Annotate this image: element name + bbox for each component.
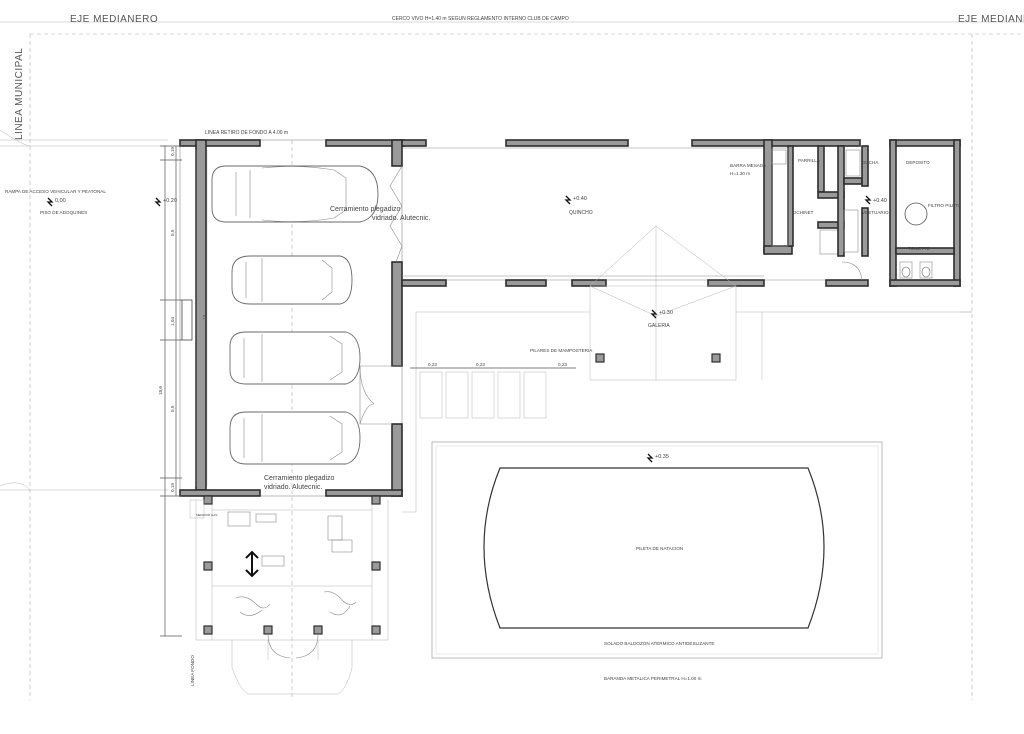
dim-0-19-b: 0,19 xyxy=(170,483,175,492)
cerramiento-1-line1: Cerramiento plegadizo xyxy=(330,206,401,213)
rampa-label: RAMPA DE ACCESO VEHICULAR Y PEATONAL xyxy=(5,189,106,194)
dim-0-23-a: 0,23 xyxy=(428,362,437,367)
car-2 xyxy=(231,255,353,305)
car-4 xyxy=(229,411,361,465)
level-marker-garage xyxy=(154,197,162,207)
dim-0-23-c: 0,23 xyxy=(558,362,567,367)
quincho-label: QUINCHO xyxy=(569,210,593,216)
filtro-pileta-label: FILTRO PILETA xyxy=(928,203,962,208)
dim-5-5-a: 5,5 xyxy=(170,229,175,236)
dim-13: 13 xyxy=(202,314,207,320)
quincho xyxy=(401,139,869,287)
eje-medianero-right-label: EJE MEDIANERO xyxy=(958,14,1024,25)
medidor-label: MEDIDOR GAS xyxy=(196,513,217,517)
galeria xyxy=(402,225,972,513)
gym-equipment xyxy=(227,511,357,616)
solado-label: SOLADO BALDOZON ATERMICO ANTIDESLIZANTE xyxy=(604,641,714,646)
level-marker-quincho xyxy=(564,195,572,205)
dim-0-19-a: 0,19 xyxy=(170,147,175,156)
deposito-label: DEPOSITO xyxy=(906,160,930,165)
dim-5-5-b: 5,5 xyxy=(170,405,175,412)
pilares-row xyxy=(410,367,576,419)
level-marker-galeria xyxy=(650,309,658,319)
vestuario-label: VESTUARIO xyxy=(862,210,889,215)
kitchenet-label: KICHINET xyxy=(792,210,814,215)
piso-adoquines-label: PISO DE ADOQUINES xyxy=(40,210,87,215)
cerramiento-2-line2: vidriado. Alutecnic. xyxy=(264,484,322,491)
eje-medianero-left-label: EJE MEDIANERO xyxy=(70,14,158,25)
dim-18-6: 18,6 xyxy=(158,386,163,395)
level-galeria: +0.30 xyxy=(659,310,673,316)
level-marker-vestuario xyxy=(864,195,872,205)
car-1 xyxy=(211,165,379,223)
dim-1-04: 1,04 xyxy=(170,317,175,326)
site-boundaries xyxy=(0,21,1024,700)
barra-height-label: H=1.30 m xyxy=(730,171,750,176)
level-garage: +0.20 xyxy=(163,198,177,204)
cerramiento-2-line1: Cerramiento plegadizo xyxy=(264,475,335,482)
linea-fondo-small-label: LINEA FONDO xyxy=(190,655,195,686)
cerco-vivo-label: CERCO VIVO H=1.40 m SEGUN REGLAMENTO INT… xyxy=(392,16,569,22)
lower-gallery xyxy=(189,495,389,695)
baranda-label: BARANDA METALICA PERIMETRAL H=1.00 m xyxy=(604,676,702,681)
level-marker-rampa xyxy=(46,197,54,207)
pool-deck xyxy=(431,441,883,659)
parrilla-label: PARRILLA xyxy=(798,158,821,163)
service-block xyxy=(763,139,961,287)
galeria-label: GALERIA xyxy=(648,323,670,329)
dimension-lines xyxy=(160,145,197,637)
toilette-label: TOILETTE xyxy=(908,246,930,251)
linea-retiro-label: LINEA RETIRO DE FONDO A 4.00 m xyxy=(205,130,288,136)
level-marker-pileta xyxy=(646,453,654,463)
dim-0-23-b: 0,23 xyxy=(476,362,485,367)
cerramiento-1-line2: vidriado. Alutecnic. xyxy=(372,215,430,222)
level-rampa: 0,00 xyxy=(55,198,66,204)
linea-municipal-label: LINEA MUNICIPAL xyxy=(14,48,25,140)
barra-mesada-label: BARRA MESADA xyxy=(730,163,767,168)
ducha-label: DUCHA xyxy=(862,160,879,165)
car-3 xyxy=(229,331,361,385)
pileta xyxy=(483,467,825,629)
level-quincho: +0.40 xyxy=(573,196,587,202)
pileta-label: PILETA DE NATACION xyxy=(636,546,683,551)
pilares-label: PILARES DE MAMPOSTERIA xyxy=(530,348,593,353)
level-vestuario: +0.40 xyxy=(873,198,887,204)
level-pileta: +0.35 xyxy=(655,454,669,460)
